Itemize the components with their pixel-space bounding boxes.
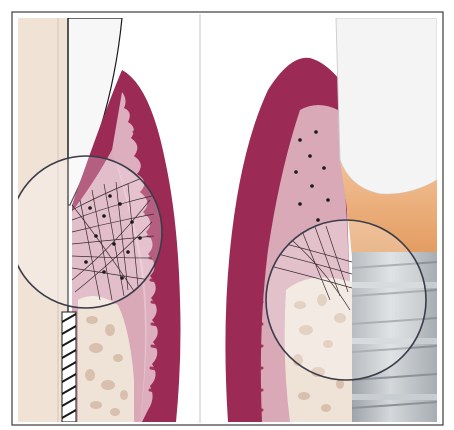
implant-panel bbox=[203, 18, 440, 422]
implant-crown bbox=[336, 18, 437, 194]
natural-tooth-panel bbox=[10, 18, 198, 422]
